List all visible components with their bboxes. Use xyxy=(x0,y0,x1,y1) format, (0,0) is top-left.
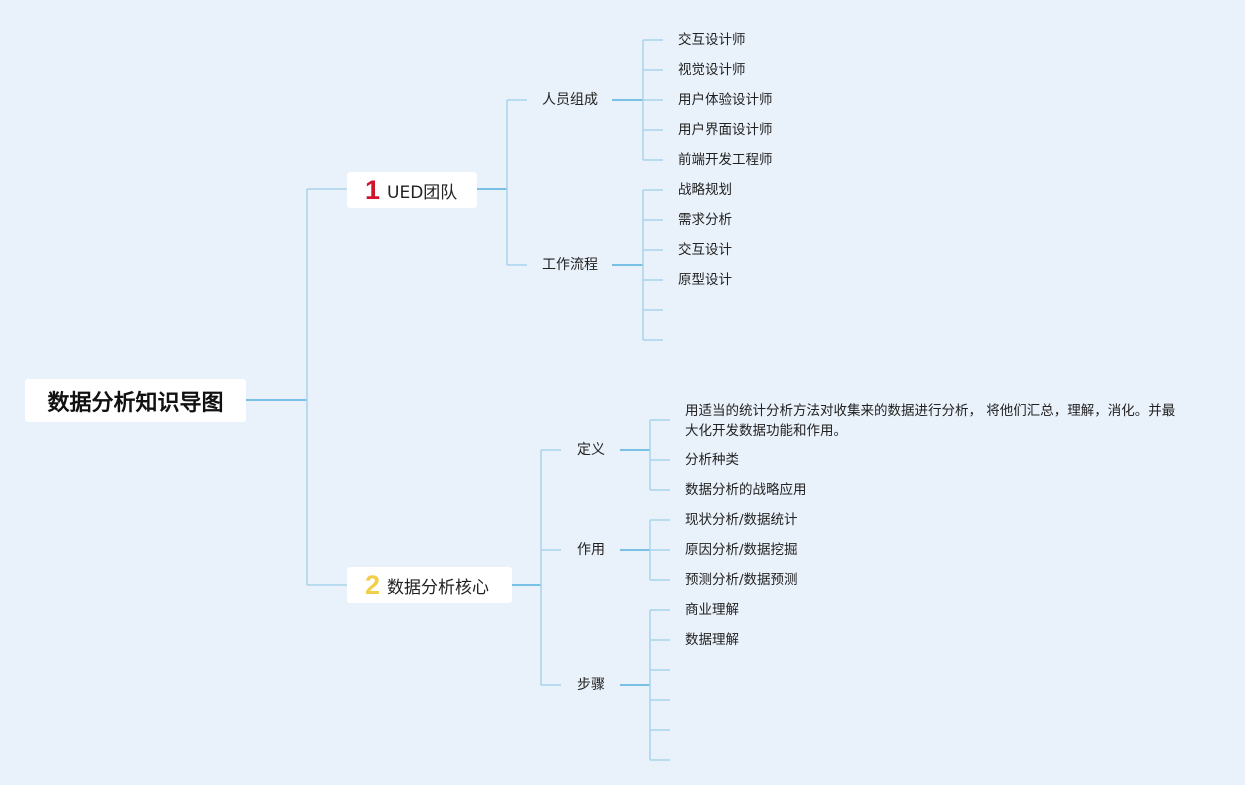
subtopic-members[interactable]: 人员组成 xyxy=(542,92,598,108)
leaf-item[interactable]: 交互设计 xyxy=(678,242,732,258)
leaf-item[interactable]: 用适当的统计分析方法对收集来的数据进行分析， 将他们汇总，理解，消化。并最大化开… xyxy=(685,403,1176,439)
topic-number-badge: 2 xyxy=(365,569,381,600)
topic-label: UED团队 xyxy=(387,182,458,203)
leaf-item[interactable]: 视觉设计师 xyxy=(678,62,746,78)
leaf-item[interactable]: 用户体验设计师 xyxy=(678,92,773,108)
leaf-item[interactable]: 需求分析 xyxy=(678,212,732,228)
subtopic-workflow[interactable]: 工作流程 xyxy=(542,257,598,273)
root-node[interactable]: 数据分析知识导图 xyxy=(25,379,246,422)
leaf-item[interactable]: 用户界面设计师 xyxy=(678,122,773,138)
subtopic-definition[interactable]: 定义 xyxy=(577,442,605,458)
leaf-item[interactable]: 分析种类 xyxy=(685,452,739,468)
topic-number-badge: 1 xyxy=(365,174,381,205)
subtopic-purpose[interactable]: 作用 xyxy=(577,542,605,558)
leaf-item[interactable]: 现状分析/数据统计 xyxy=(685,512,798,528)
leaf-item[interactable]: 原型设计 xyxy=(678,272,732,288)
leaf-item[interactable]: 预测分析/数据预测 xyxy=(685,572,798,588)
topic-ued-team[interactable]: 1 UED团队 xyxy=(347,172,477,208)
root-label: 数据分析知识导图 xyxy=(47,390,224,416)
leaf-item[interactable]: 战略规划 xyxy=(678,182,732,198)
leaf-item[interactable]: 商业理解 xyxy=(685,602,739,618)
topic-label: 数据分析核心 xyxy=(387,577,490,598)
topic-data-analysis-core[interactable]: 2 数据分析核心 xyxy=(347,567,512,603)
subtopic-steps[interactable]: 步骤 xyxy=(577,677,605,693)
leaf-item[interactable]: 前端开发工程师 xyxy=(678,152,773,168)
leaf-item[interactable]: 交互设计师 xyxy=(678,32,746,48)
leaf-item[interactable]: 原因分析/数据挖掘 xyxy=(685,542,798,558)
leaf-item[interactable]: 数据分析的战略应用 xyxy=(685,482,807,498)
leaf-item[interactable]: 数据理解 xyxy=(685,632,739,648)
